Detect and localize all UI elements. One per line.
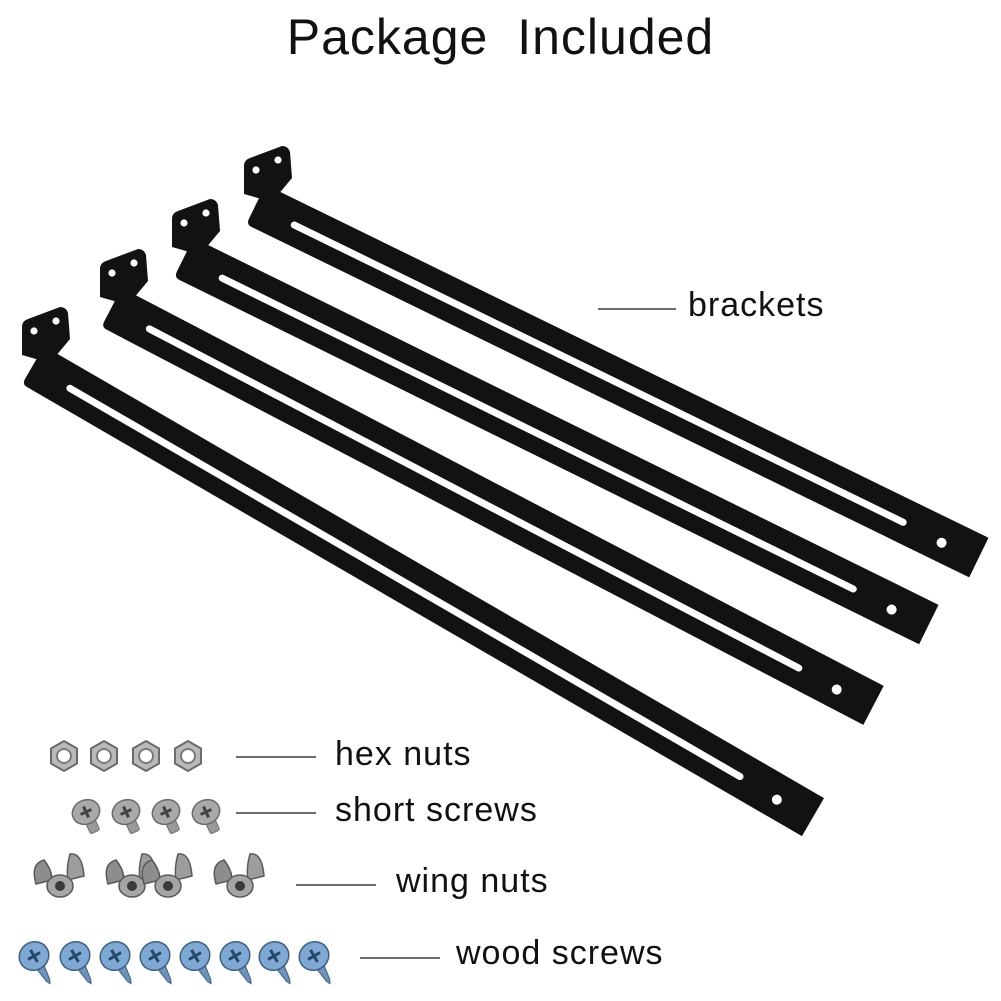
bracket-hole	[936, 537, 947, 548]
wing-nuts-label: wing nuts	[396, 862, 549, 900]
wood-screw-slot	[307, 949, 321, 963]
bracket-tab	[22, 307, 70, 363]
bracket-body	[247, 184, 989, 578]
wing-nut-wing	[105, 859, 125, 885]
wing-nut-wing	[174, 853, 193, 881]
bracket-tab-hole	[30, 327, 38, 335]
bracket	[100, 249, 884, 725]
short-screws-leader-line	[236, 812, 316, 814]
hex-nut	[174, 739, 202, 773]
bracket-tab-hole	[52, 317, 60, 325]
bracket-tab-hole	[202, 209, 210, 217]
wing-nut	[141, 853, 193, 898]
bracket-tab-hole	[252, 166, 260, 174]
bracket-hole	[886, 604, 897, 615]
bracket-tab-plate	[100, 249, 148, 305]
wood-screw-slot	[188, 949, 202, 963]
hex-nut-hole	[138, 748, 154, 764]
bracket-tab	[100, 249, 148, 305]
hardware-group	[18, 739, 331, 985]
short-screw	[71, 798, 101, 834]
bracket-tab-hole	[130, 259, 138, 267]
short-screw-slot	[119, 805, 133, 819]
bracket-tab-hole	[274, 156, 282, 164]
wood-screw	[219, 940, 252, 985]
page-title: Package Included	[286, 9, 715, 65]
wing-nut-hole	[235, 881, 245, 891]
bracket-body	[175, 237, 939, 645]
hex-nut	[90, 739, 118, 773]
hex-nuts-label: hex nuts	[335, 735, 472, 773]
bracket-slot	[145, 325, 803, 672]
wood-screw-slot	[68, 949, 82, 963]
wood-screw	[258, 940, 291, 985]
wing-nut-hole	[127, 881, 137, 891]
bracket-tab	[244, 146, 292, 202]
wing-nut-wing	[66, 853, 85, 881]
wing-nut-hole	[163, 881, 173, 891]
short-screw	[151, 798, 181, 834]
short-screw-slot	[79, 805, 93, 819]
hex-nuts-leader-line	[236, 756, 316, 758]
wood-screw	[18, 940, 51, 985]
bracket-tab-plate	[22, 307, 70, 363]
wood-screw	[59, 940, 92, 985]
bracket-hole	[831, 684, 842, 695]
wood-screw-slot	[267, 949, 281, 963]
bracket-hole	[771, 794, 782, 805]
wing-nut	[33, 853, 85, 898]
hex-nut	[50, 739, 78, 773]
wood-screw	[298, 940, 331, 985]
brackets-label: brackets	[688, 286, 825, 324]
wing-nut	[213, 853, 265, 898]
brackets-group	[22, 146, 989, 837]
bracket-slot	[218, 274, 857, 593]
hex-nut	[132, 739, 160, 773]
wing-nuts-leader-line	[296, 884, 376, 886]
wood-screw-slot	[148, 949, 162, 963]
wing-nut-wing	[33, 859, 53, 885]
bracket-tab-plate	[172, 199, 220, 255]
wing-nut-hole	[55, 881, 65, 891]
wood-screw	[139, 940, 172, 985]
bracket	[22, 307, 825, 837]
wing-nut-wing	[246, 853, 265, 881]
hex-nut-hole	[180, 748, 196, 764]
bracket-tab-hole	[180, 219, 188, 227]
wood-screws-leader-line	[360, 957, 440, 959]
short-screw-slot	[199, 805, 213, 819]
wing-nut-wing	[213, 859, 233, 885]
bracket	[172, 199, 939, 645]
bracket-body	[23, 346, 825, 837]
bracket-slot	[66, 384, 744, 781]
wood-screw-slot	[228, 949, 242, 963]
short-screw	[191, 798, 221, 834]
bracket-tab	[172, 199, 220, 255]
wing-nut-wing	[141, 859, 161, 885]
hex-nut-hole	[96, 748, 112, 764]
bracket-tab-plate	[244, 146, 292, 202]
bracket-slot	[290, 221, 907, 526]
short-screws-label: short screws	[335, 791, 538, 829]
short-screw	[111, 798, 141, 834]
bracket	[244, 146, 989, 578]
hex-nut-hole	[56, 748, 72, 764]
wood-screw-slot	[27, 949, 41, 963]
bracket-tab-hole	[108, 269, 116, 277]
wood-screw	[99, 940, 132, 985]
wood-screws-label: wood screws	[456, 934, 664, 972]
brackets-leader-line	[598, 308, 676, 310]
short-screw-slot	[159, 805, 173, 819]
bracket-body	[103, 287, 884, 725]
wood-screw-slot	[108, 949, 122, 963]
wood-screw	[179, 940, 212, 985]
